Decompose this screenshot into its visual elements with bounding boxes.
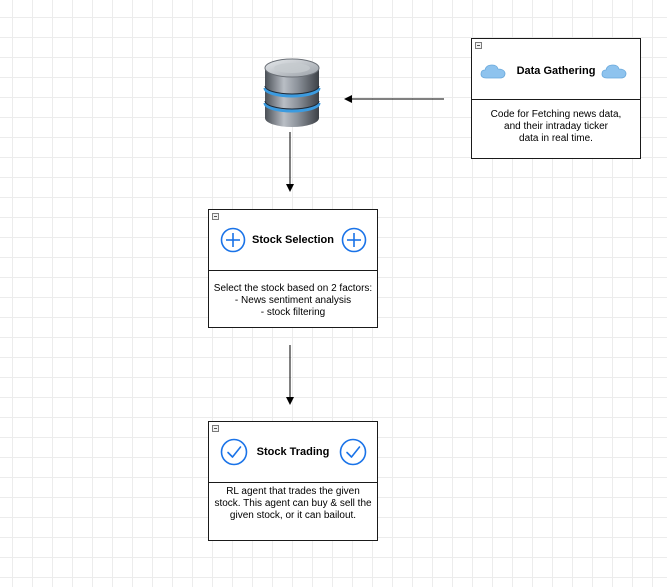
node-description: Select the stock based on 2 factors: - N… [213,283,373,318]
collapse-toggle[interactable] [212,425,219,432]
collapse-toggle[interactable] [475,42,482,49]
stock-selection-node[interactable]: Stock Selection Select the stock based o… [208,209,378,328]
check-circle-icon [339,438,367,466]
stock-trading-node[interactable]: Stock Trading RL agent that trades the g… [208,421,378,541]
plus-circle-icon [220,227,246,253]
cloud-icon [601,64,627,79]
node-title: Stock Selection [252,234,334,246]
database-icon [263,58,321,127]
node-title: Data Gathering [516,65,596,77]
collapse-toggle[interactable] [212,213,219,220]
cloud-icon [480,64,506,79]
data-gathering-node[interactable]: Data Gathering Code for Fetching news da… [471,38,641,159]
check-circle-icon [220,438,248,466]
node-title: Stock Trading [256,446,330,458]
node-description: Code for Fetching news data, and their i… [490,109,622,144]
node-description: RL agent that trades the given stock. Th… [214,486,372,521]
plus-circle-icon [341,227,367,253]
